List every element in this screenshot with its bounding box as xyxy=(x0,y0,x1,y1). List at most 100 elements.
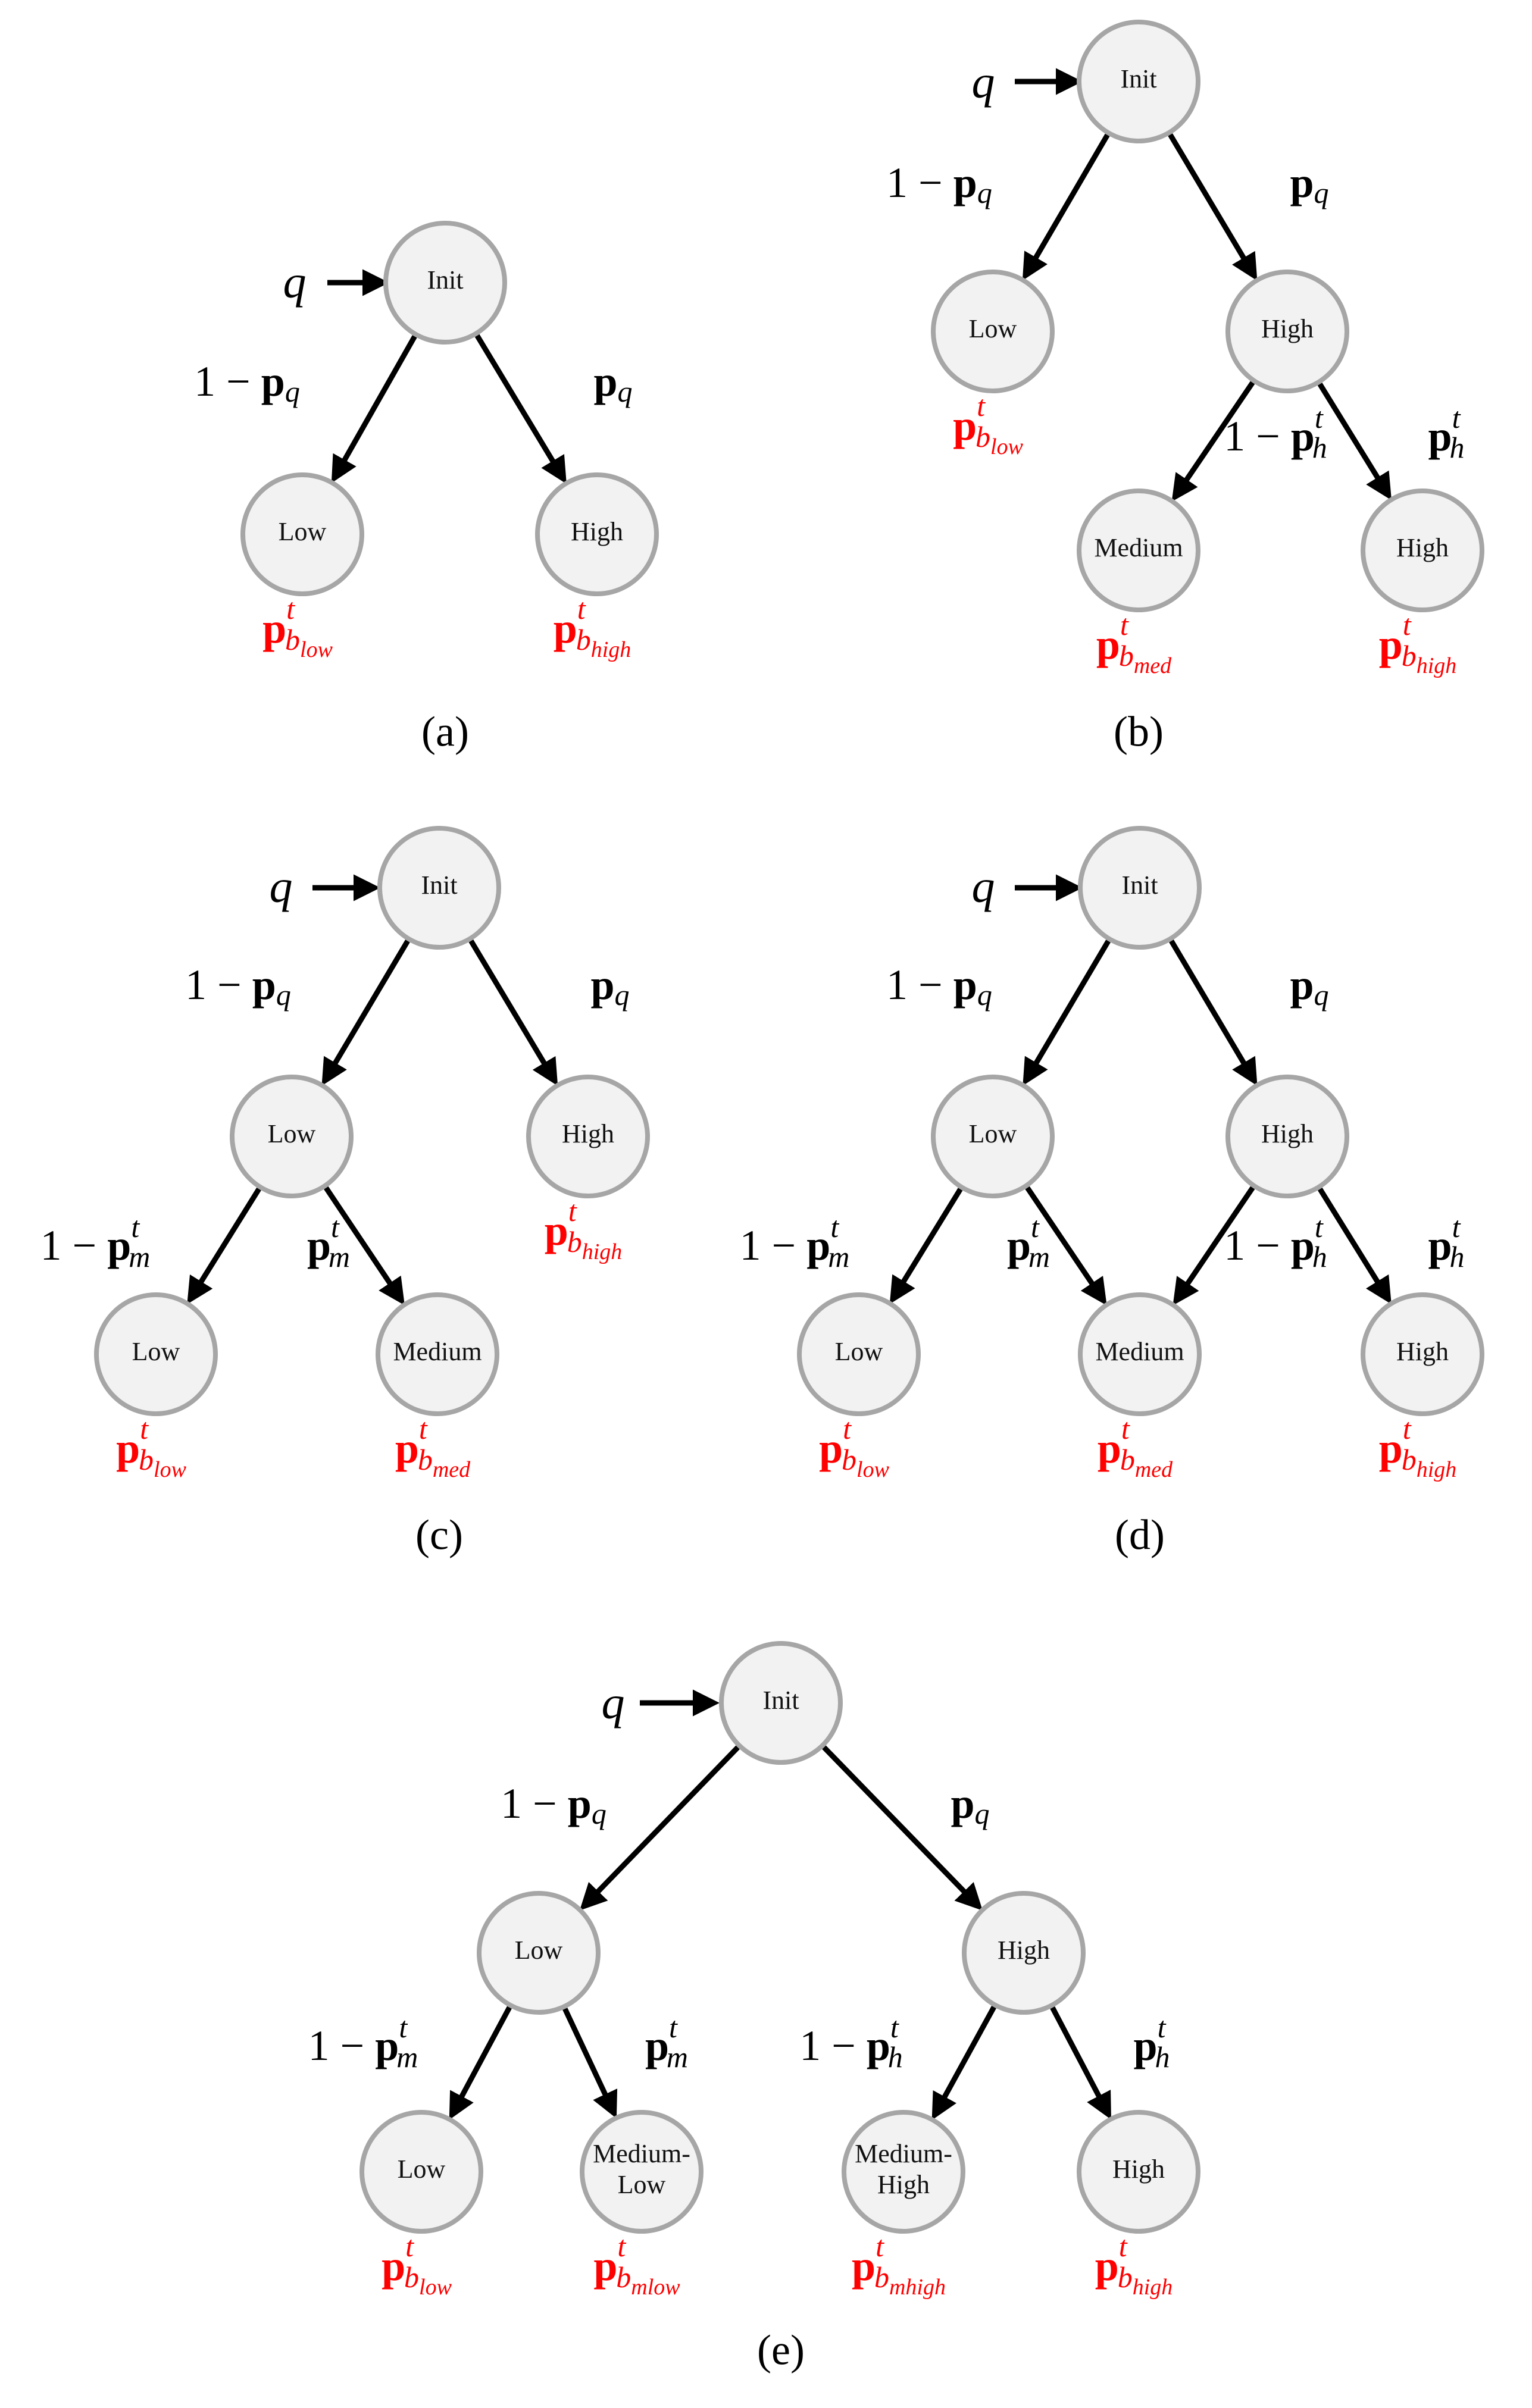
panel-b-node-init xyxy=(1077,20,1200,143)
panel-c-node-label-low2: Low xyxy=(132,1337,180,1366)
panel-d-node-high xyxy=(1225,1075,1349,1198)
panel-d-input-q: q xyxy=(972,860,995,912)
panel-c-node-label-low: Low xyxy=(268,1119,316,1148)
panel-e-node-label-init: Init xyxy=(762,1686,799,1715)
panel-e-input-q: q xyxy=(602,1677,625,1729)
panel-d-node-init xyxy=(1078,826,1202,950)
panel-e-caption: (e) xyxy=(757,2326,805,2374)
panel-d-node-medium xyxy=(1078,1292,1202,1416)
panel-e-node-label-high: High xyxy=(998,1936,1050,1965)
panel-b-edge-label-q-low: 1 − pq xyxy=(886,159,992,210)
panel-b-edge-high-medium xyxy=(1171,381,1255,502)
panel-b-node-high2 xyxy=(1361,489,1484,612)
panel-b-node-label-init: Init xyxy=(1120,64,1156,93)
panel-b-node-high xyxy=(1225,270,1349,393)
panel-d-edge-low-medium xyxy=(1025,1186,1107,1305)
panel-e-edge-high-medhigh xyxy=(931,2006,996,2121)
panel-a-edge-label-q-low: 1 − pq xyxy=(194,358,300,409)
panel-e-edge-init-high xyxy=(822,1745,983,1911)
panel-c-node-label-init: Init xyxy=(421,870,457,900)
panel-c-node-medium xyxy=(376,1292,499,1416)
panel-d-edge-init-low xyxy=(1023,940,1111,1086)
panel-d-edge-label-q-low: 1 − pq xyxy=(886,961,992,1012)
panel-d-node-low2 xyxy=(797,1292,921,1416)
panel-d-node-label-init: Init xyxy=(1121,870,1158,900)
panel-a-node-label-low: Low xyxy=(279,517,327,546)
panel-b-edge-init-high xyxy=(1168,133,1258,281)
panel-d-node-low xyxy=(931,1075,1055,1198)
panel-c-edge-init-high xyxy=(468,939,558,1086)
panel-b-node-label-high: High xyxy=(1261,314,1314,343)
panel-c-edge-label-q-high: pq xyxy=(590,961,629,1012)
panel-c-node-label-high: High xyxy=(562,1119,614,1148)
panel-e-node-low2 xyxy=(359,2110,483,2234)
panel-a-node-init xyxy=(383,221,507,345)
panel-b-edge-init-low xyxy=(1022,133,1110,281)
panel-c-node-low xyxy=(230,1075,354,1198)
panel-e-node-high xyxy=(962,1891,1086,2015)
panel-b-node-label-high2: High xyxy=(1396,533,1449,562)
panel-b-edge-label-q-high: pq xyxy=(1290,159,1328,210)
panel-d-node-label-low2: Low xyxy=(835,1337,883,1366)
panel-d-edge-label-q-high: pq xyxy=(1290,961,1328,1012)
panel-d-caption: (d) xyxy=(1115,1511,1165,1559)
panel-d-node-label-high: High xyxy=(1261,1119,1314,1148)
panel-c-edge-label-q-low: 1 − pq xyxy=(185,961,291,1012)
panel-d-node-label-low: Low xyxy=(969,1119,1017,1148)
panel-e-node-label-medlow: Medium-Low xyxy=(593,2139,690,2199)
panel-e-node-label-medhigh: Medium-High xyxy=(855,2139,952,2199)
panel-e-node-high2 xyxy=(1077,2110,1200,2234)
panel-c-input-q: q xyxy=(270,860,293,912)
panel-c-node-low2 xyxy=(94,1292,218,1416)
panel-a-node-low xyxy=(240,472,364,596)
panel-d-node-high2 xyxy=(1361,1292,1484,1416)
panel-a-node-label-init: Init xyxy=(427,265,463,295)
panel-d-node-label-medium: Medium xyxy=(1095,1337,1184,1366)
panel-a-edge-label-q-high: pq xyxy=(593,358,632,409)
panel-c-node-high xyxy=(526,1075,650,1198)
panel-a-edge-init-high xyxy=(474,334,567,484)
panel-c-node-label-medium: Medium xyxy=(393,1337,482,1366)
panel-e-edge-init-low xyxy=(579,1745,740,1911)
panel-e-node-low xyxy=(477,1891,601,2015)
panel-e-edge-label-q-high: pq xyxy=(951,1780,989,1831)
panel-a-node-label-high: High xyxy=(571,517,623,546)
panel-e-edge-low-low2 xyxy=(449,2006,512,2120)
panel-c-caption: (c) xyxy=(415,1511,463,1559)
panel-e-node-init xyxy=(719,1641,843,1765)
panel-b-node-label-low: Low xyxy=(969,314,1017,343)
panel-d-node-label-high2: High xyxy=(1396,1337,1449,1366)
panel-d-edge-low-low2 xyxy=(889,1188,963,1304)
panel-e-node-medhigh xyxy=(842,2110,965,2234)
panel-e-edge-high-high2 xyxy=(1050,2006,1112,2120)
panel-c-edge-low-low2 xyxy=(187,1187,261,1304)
panel-b-node-label-medium: Medium xyxy=(1094,533,1183,562)
panel-b-caption: (b) xyxy=(1114,708,1164,756)
panel-e-node-medlow xyxy=(580,2110,704,2234)
panel-a-edge-init-low xyxy=(331,335,417,483)
panel-c-edge-low-medium xyxy=(324,1186,405,1305)
